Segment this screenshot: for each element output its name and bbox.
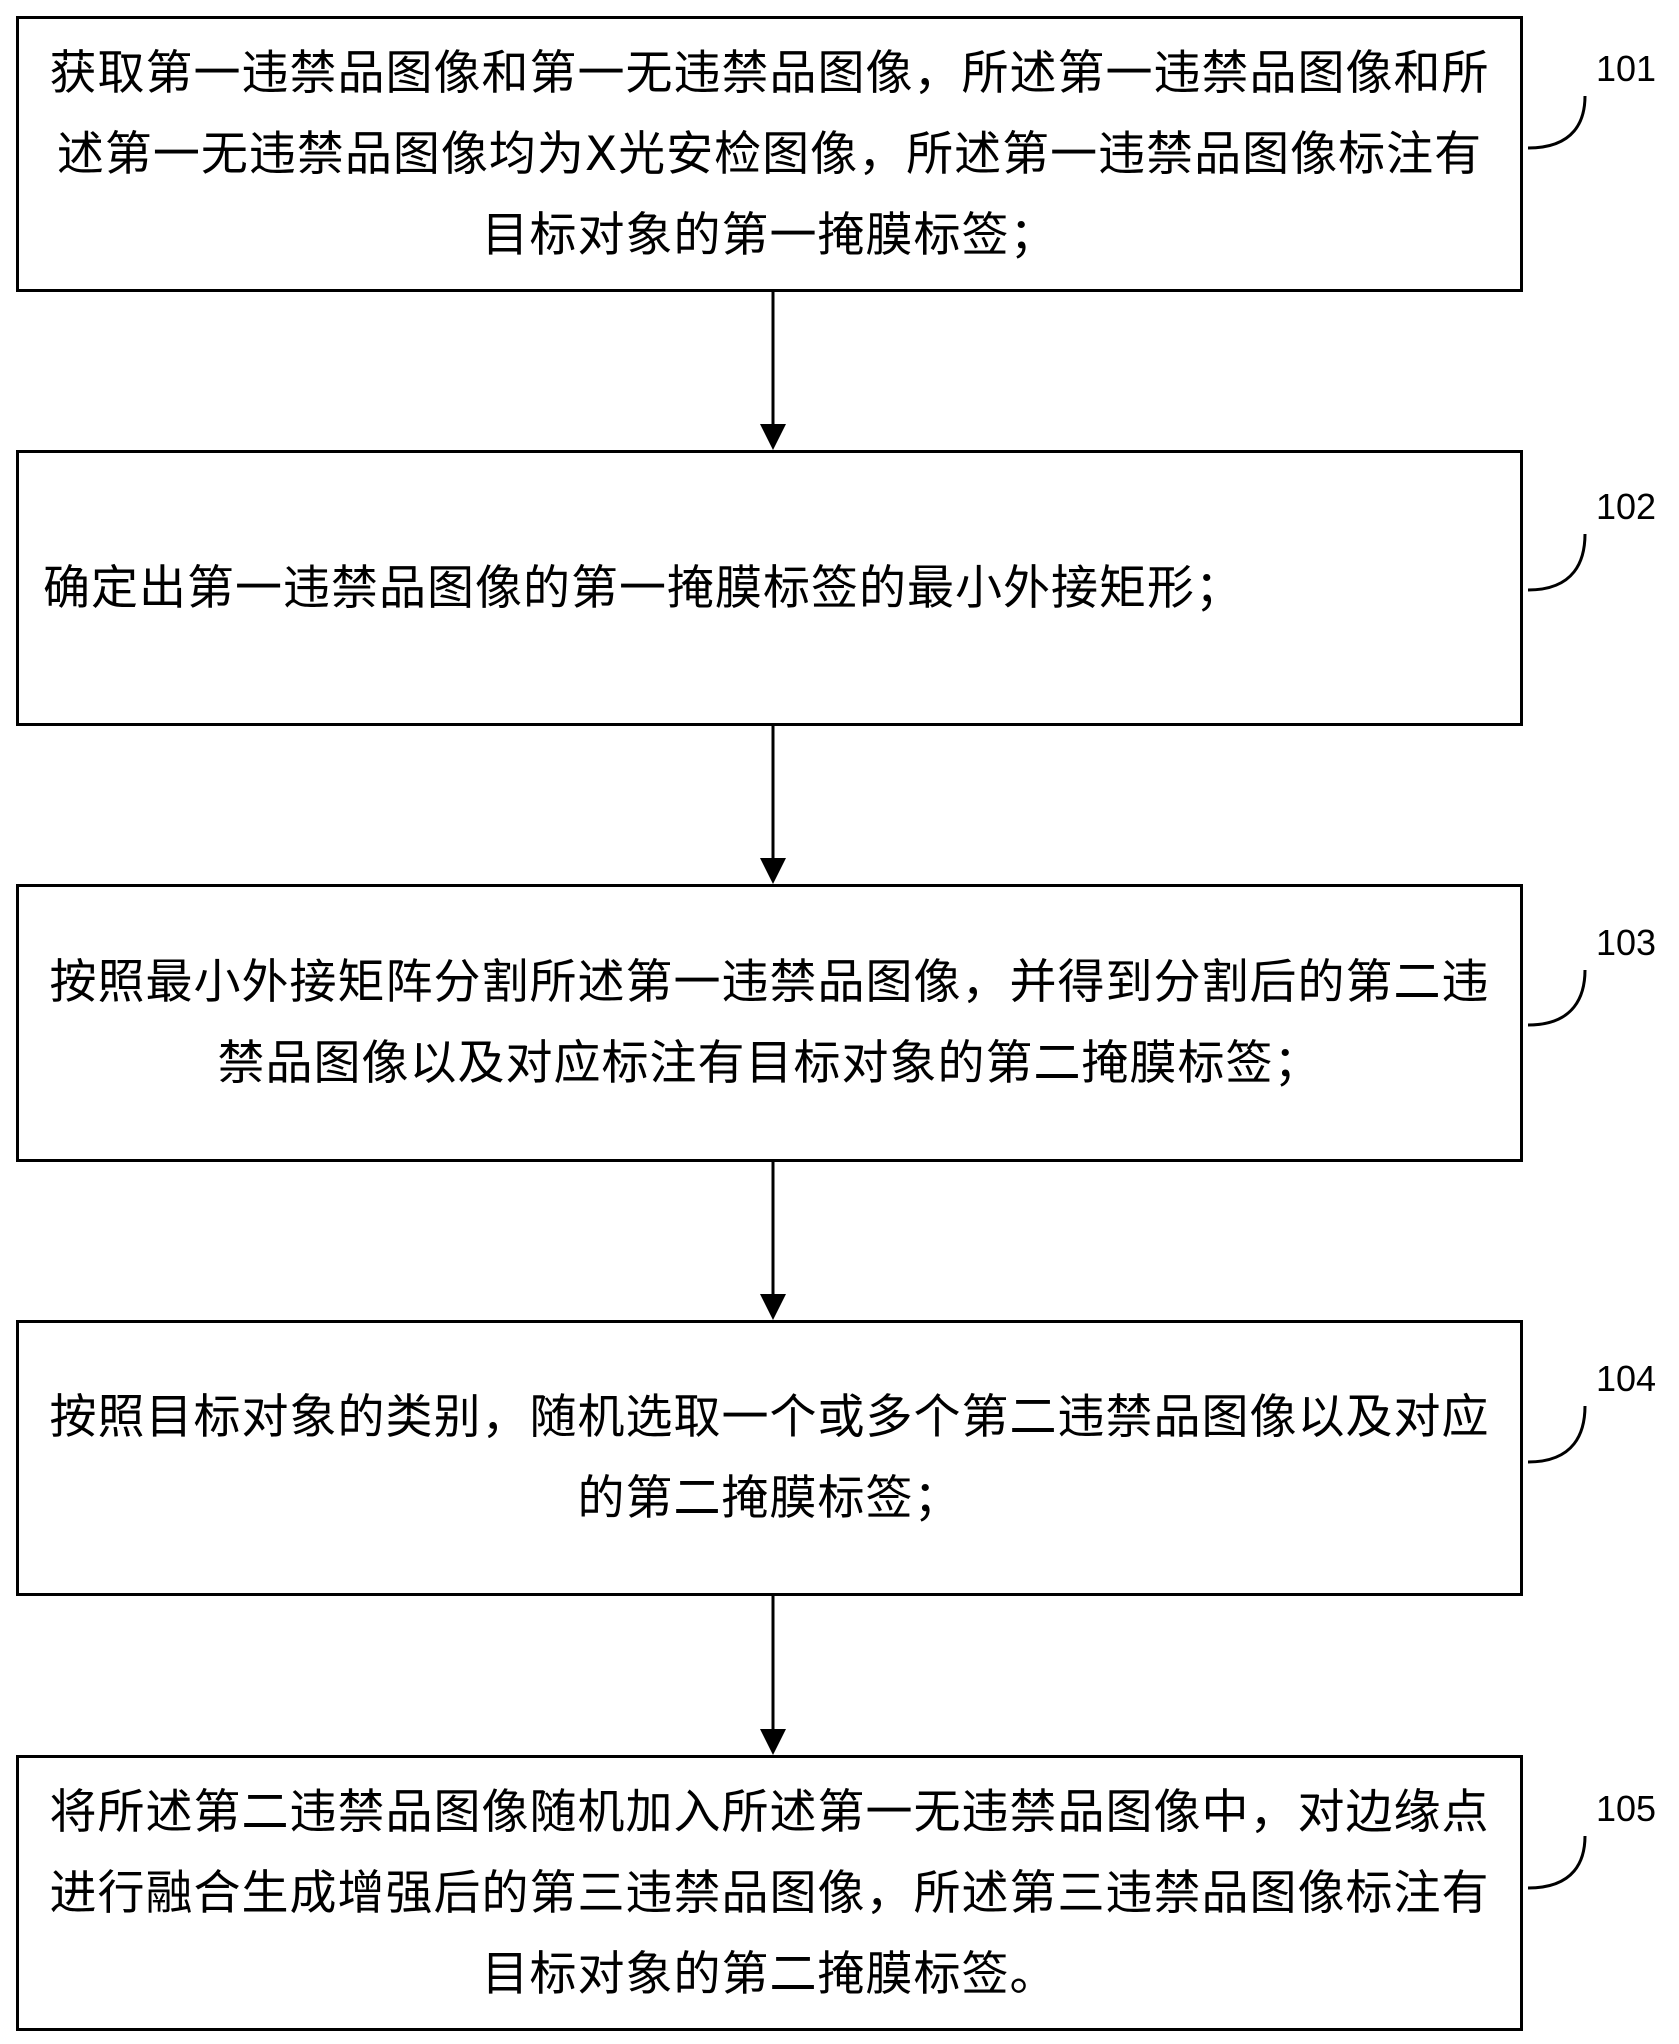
arrow-102-to-103 xyxy=(760,726,786,884)
step-label-104: 104 xyxy=(1596,1358,1657,1399)
step-label-102: 102 xyxy=(1596,486,1657,527)
leader-curve-102 xyxy=(1527,533,1587,592)
arrow-101-to-102 xyxy=(760,292,786,450)
step-text-101: 获取第一违禁品图像和第一无违禁品图像，所述第一违禁品图像和所述第一无违禁品图像均… xyxy=(49,45,1490,263)
arrow-103-to-104 xyxy=(760,1162,786,1320)
leader-curve-101 xyxy=(1527,95,1587,150)
step-text-103: 按照最小外接矩阵分割所述第一违禁品图像，并得到分割后的第二违禁品图像以及对应标注… xyxy=(49,955,1490,1091)
leader-curve-103 xyxy=(1527,969,1587,1027)
step-label-105: 105 xyxy=(1596,1788,1657,1829)
step-text-102: 确定出第一违禁品图像的第一掩膜标签的最小外接矩形； xyxy=(43,560,1243,616)
step-box-103: 按照最小外接矩阵分割所述第一违禁品图像，并得到分割后的第二违禁品图像以及对应标注… xyxy=(16,884,1523,1162)
leader-curve-105 xyxy=(1527,1835,1587,1890)
step-box-105: 将所述第二违禁品图像随机加入所述第一无违禁品图像中，对边缘点进行融合生成增强后的… xyxy=(16,1755,1523,2031)
step-text-105: 将所述第二违禁品图像随机加入所述第一无违禁品图像中，对边缘点进行融合生成增强后的… xyxy=(49,1784,1490,2002)
arrow-104-to-105 xyxy=(760,1596,786,1755)
leader-curve-104 xyxy=(1527,1405,1587,1464)
step-label-101: 101 xyxy=(1596,48,1657,89)
step-box-101: 获取第一违禁品图像和第一无违禁品图像，所述第一违禁品图像和所述第一无违禁品图像均… xyxy=(16,16,1523,292)
step-label-103: 103 xyxy=(1596,922,1657,963)
step-box-104: 按照目标对象的类别，随机选取一个或多个第二违禁品图像以及对应的第二掩膜标签； xyxy=(16,1320,1523,1596)
step-box-102: 确定出第一违禁品图像的第一掩膜标签的最小外接矩形； xyxy=(16,450,1523,726)
step-text-104: 按照目标对象的类别，随机选取一个或多个第二违禁品图像以及对应的第二掩膜标签； xyxy=(49,1390,1490,1526)
